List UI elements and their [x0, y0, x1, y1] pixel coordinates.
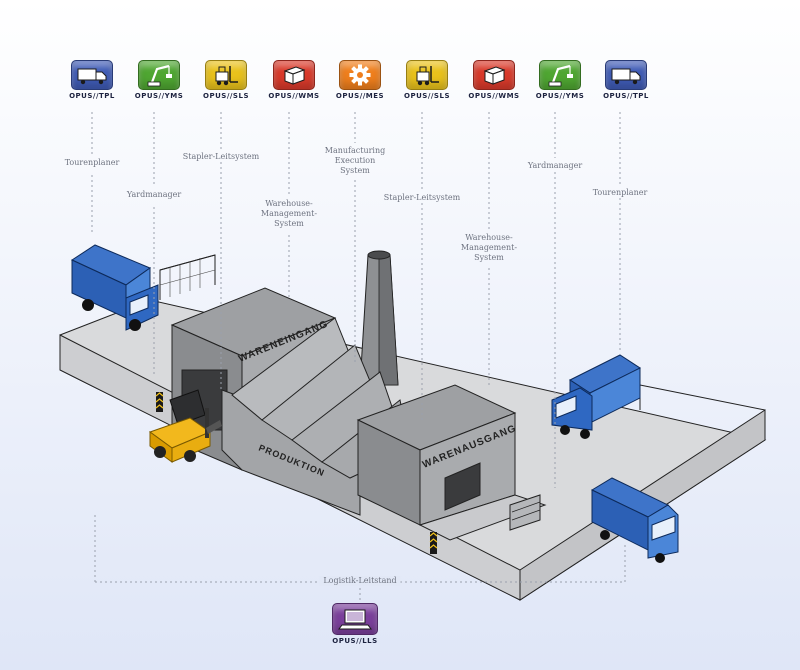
module-5[interactable]: OPUS//MES [330, 60, 390, 100]
description-label: Yardmanager [527, 161, 583, 170]
module-label: OPUS//WMS [468, 92, 520, 100]
module-7[interactable]: OPUS//WMS [464, 60, 524, 100]
truck-top-left [70, 244, 159, 331]
truck-icon [71, 60, 113, 90]
module-label: OPUS//TPL [69, 92, 115, 100]
description-label: Tourenplaner [64, 158, 120, 167]
module-3[interactable]: OPUS//SLS [196, 60, 256, 100]
laptop-icon [332, 603, 378, 635]
module-1[interactable]: OPUS//TPL [62, 60, 122, 100]
outbound-building [356, 384, 547, 554]
inbound-dock-marker [155, 392, 164, 412]
description-label: Stapler-Leitsystem [182, 152, 260, 161]
module-label: OPUS//TPL [603, 92, 649, 100]
description-label: Yardmanager [126, 190, 182, 199]
connector-lines [91, 112, 626, 605]
forklift-icon [205, 60, 247, 90]
module-label: OPUS//MES [335, 92, 385, 100]
crane-icon [138, 60, 180, 90]
module-8[interactable]: OPUS//YMS [530, 60, 590, 100]
truck-icon [605, 60, 647, 90]
module-2[interactable]: OPUS//YMS [129, 60, 189, 100]
module-6[interactable]: OPUS//SLS [397, 60, 457, 100]
module-label: OPUS//YMS [134, 92, 184, 100]
forklift-icon [406, 60, 448, 90]
forklift [148, 389, 222, 463]
description-label: Stapler-Leitsystem [383, 193, 461, 202]
gear-icon [339, 60, 381, 90]
module-label: OPUS//SLS [203, 92, 249, 100]
crate-icon [273, 60, 315, 90]
module-label: OPUS//SLS [404, 92, 450, 100]
description-label: Warehouse- Management- System [460, 233, 518, 262]
crane-icon [539, 60, 581, 90]
module-lls[interactable]: OPUS//LLS [325, 603, 385, 645]
module-4[interactable]: OPUS//WMS [264, 60, 324, 100]
description-label: Manufacturing Execution System [324, 146, 386, 175]
description-label: Warehouse- Management- System [260, 199, 318, 228]
module-label: OPUS//YMS [535, 92, 585, 100]
module-label: OPUS//WMS [268, 92, 320, 100]
footer-caption: Logistik-Leitstand [319, 576, 401, 586]
chimney [359, 250, 399, 386]
module-9[interactable]: OPUS//TPL [596, 60, 656, 100]
module-lls-label: OPUS//LLS [332, 637, 378, 645]
crate-icon [473, 60, 515, 90]
truck-right [551, 354, 642, 439]
truck-bottom-right [590, 477, 679, 563]
description-label: Tourenplaner [592, 188, 648, 197]
